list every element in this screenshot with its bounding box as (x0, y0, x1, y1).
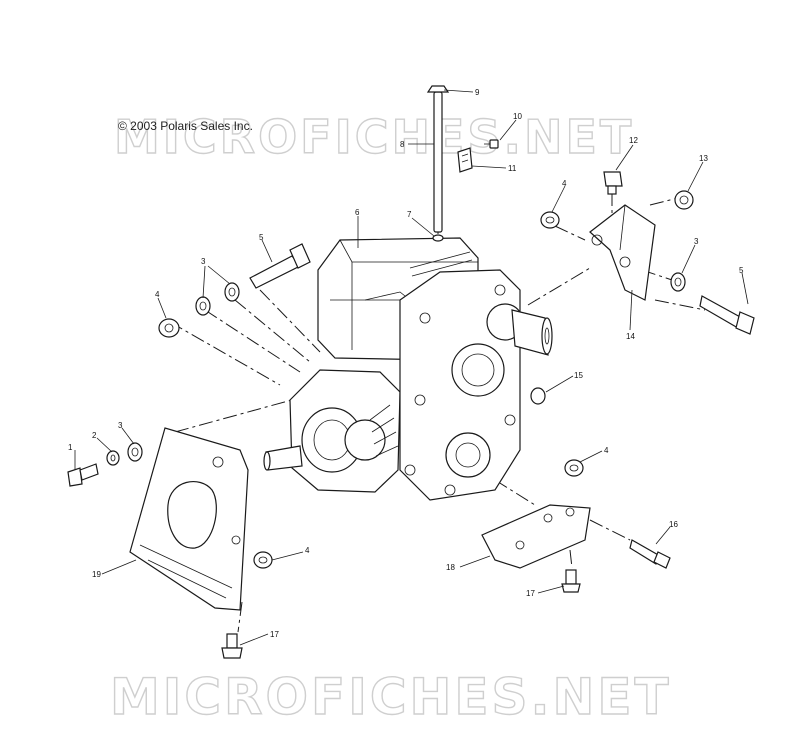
callout-4b: 4 (562, 179, 567, 188)
callout-2: 2 (92, 431, 97, 440)
callout-4d: 4 (305, 546, 310, 555)
copyright-notice: © 2003 Polaris Sales Inc. (118, 119, 253, 133)
callout-labels: 1 2 3 3 3 4 4 4 4 5 5 6 7 8 9 10 11 12 1… (68, 88, 744, 639)
bolt-part-5a (249, 243, 311, 289)
nut-part-4c (564, 459, 584, 477)
callout-14: 14 (626, 332, 635, 341)
callout-4a: 4 (155, 290, 160, 299)
callout-4c: 4 (604, 446, 609, 455)
washer-part-2 (106, 450, 120, 466)
nut-part-4a (158, 318, 180, 338)
bolt-part-16 (629, 539, 671, 569)
callout-5b: 5 (739, 266, 744, 275)
bracket-part-14 (589, 204, 656, 301)
callout-12: 12 (629, 136, 638, 145)
dipstick-tube (426, 85, 450, 242)
nut-part-4d (253, 551, 273, 569)
callout-7: 7 (407, 210, 412, 219)
nut-part-4b (540, 211, 560, 229)
nut-part-13 (674, 190, 694, 210)
bolt-part-5b (699, 295, 755, 335)
callout-18: 18 (446, 563, 455, 572)
transmission-assembly (263, 237, 553, 501)
callout-1: 1 (68, 443, 73, 452)
callout-13: 13 (699, 154, 708, 163)
callout-9: 9 (475, 88, 480, 97)
callout-3c: 3 (694, 237, 699, 246)
bolt-part-12 (603, 171, 623, 195)
callout-6: 6 (355, 208, 360, 217)
watermark-bottom: MICROFICHES.NET (109, 667, 672, 726)
callout-3a: 3 (118, 421, 123, 430)
callout-17a: 17 (526, 589, 535, 598)
bracket-part-18 (481, 504, 591, 569)
callout-16: 16 (669, 520, 678, 529)
mount-bracket-part-19 (129, 427, 249, 611)
callout-10: 10 (513, 112, 522, 121)
plug-part-15 (530, 387, 546, 405)
bolt-part-1 (67, 463, 99, 487)
clip-part-11 (457, 147, 473, 173)
callout-11: 11 (508, 164, 517, 173)
leader-lines (74, 89, 749, 646)
callout-17b: 17 (270, 630, 279, 639)
screw-part-10 (484, 139, 499, 149)
washer-part-3 (127, 272, 686, 462)
callout-5a: 5 (259, 233, 264, 242)
callout-15: 15 (574, 371, 583, 380)
bolt-part-17a (561, 569, 581, 593)
callout-3b: 3 (201, 257, 206, 266)
callout-8: 8 (400, 140, 405, 149)
bolt-part-17b (221, 633, 243, 659)
watermark-top: MICROFICHES.NET (113, 109, 635, 164)
callout-19: 19 (92, 570, 101, 579)
